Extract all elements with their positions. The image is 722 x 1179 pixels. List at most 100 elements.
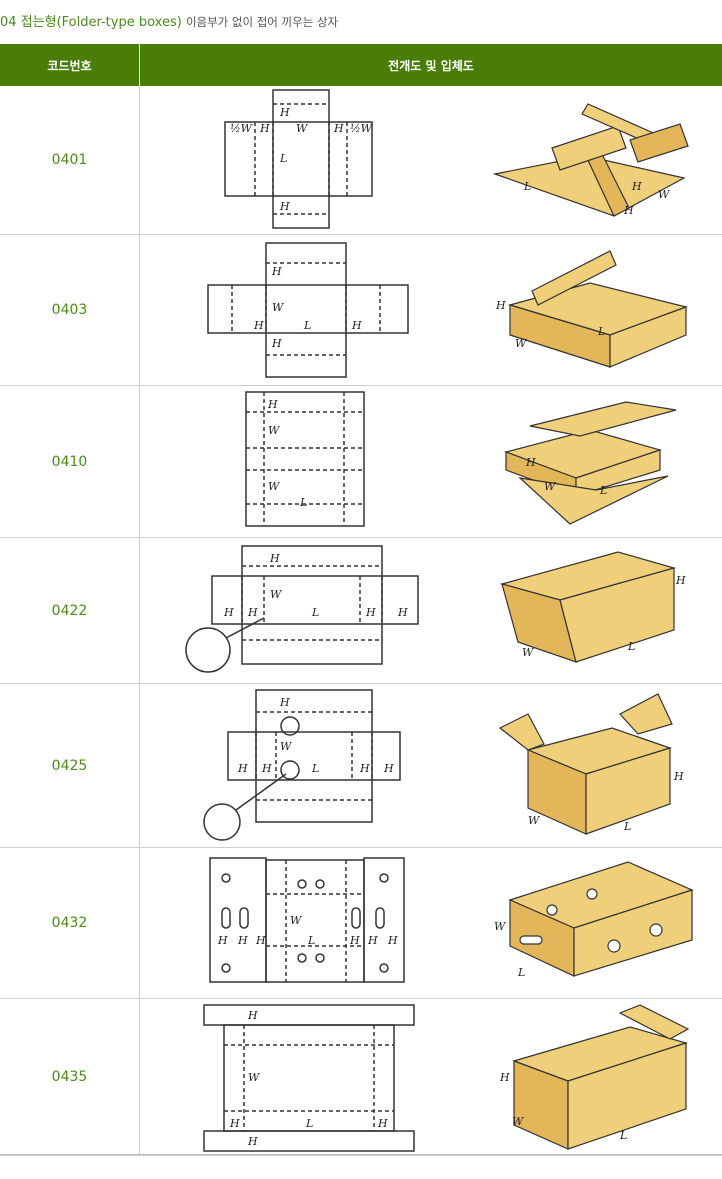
label: H [525,456,536,469]
label: L [523,180,531,193]
label: H [271,265,282,278]
label: L [299,496,307,509]
label: ½W [350,122,374,135]
code-cell: 0432 [0,847,140,999]
flat-layout [224,89,373,229]
section-heading: 04 접는형(Folder-type boxes) 이음부가 없이 접어 끼우는… [0,10,722,34]
label: H [333,122,344,135]
label: L [303,319,311,332]
flat-layout [245,391,365,527]
label: W [512,1115,525,1128]
table-row: 0425 [0,683,722,848]
diagram-0403: H W H L H H [207,242,689,378]
label: L [307,934,315,947]
figure-cell: H W H L H H [139,234,722,386]
figure-cell: H W H H L H H [139,537,722,684]
label: H [675,574,686,587]
label: H [387,934,398,947]
label: L [305,1117,313,1130]
figure-cell: H W W L H [139,385,722,538]
label: H [367,934,378,947]
3d-box [492,103,689,217]
label: W [248,1071,261,1084]
label: H [259,122,270,135]
label: W [268,480,281,493]
label: W [268,424,281,437]
diagram-0435: H W H L H H [203,1004,690,1152]
label: H [255,934,266,947]
table-bottom-divider [0,1154,722,1155]
flat-layout [203,1004,415,1152]
label: L [311,762,319,775]
label: H [267,398,278,411]
label: H [499,1071,510,1084]
label: H [383,762,394,775]
label: H [359,762,370,775]
label: H [247,1135,258,1148]
label: W [296,122,309,135]
label: W [494,920,507,933]
label: H [271,337,282,350]
label: H [279,200,290,213]
figure-cell: H W H L H H [139,998,722,1156]
label: W [270,588,283,601]
flat-layout [185,545,419,673]
table-row: 0422 [0,537,722,684]
label: H [349,934,360,947]
label: W [522,646,535,659]
3d-box [507,250,689,368]
label: H [247,1009,258,1022]
figure-cell: H H H W L H H H [139,847,722,999]
label: H [217,934,228,947]
flat-layout [209,857,405,983]
label: L [599,484,607,497]
diagram-0432: H H H W L H H H [209,857,694,983]
section-subtitle: 이음부가 없이 접어 끼우는 상자 [185,15,339,29]
section-number: 04 [0,15,17,30]
code-cell: 0401 [0,86,140,235]
label: H [623,204,634,217]
label: L [311,606,319,619]
label: L [279,152,287,165]
figure-cell: ½W H W H ½W H L H [139,86,722,235]
flat-layout [207,242,409,378]
table-row: 0401 [0,86,722,235]
3d-box [499,551,677,663]
code-cell: 0425 [0,683,140,848]
label: H [269,552,280,565]
table-row: 0403 [0,234,722,386]
code-cell: 0435 [0,998,140,1156]
code-cell: 0422 [0,537,140,684]
label: H [631,180,642,193]
label: H [237,762,248,775]
label: W [544,480,557,493]
label: W [658,188,671,201]
table-header-row: 코드번호 전개도 및 입체도 [0,44,722,86]
diagram-0410: H W W L H [245,391,677,527]
label: L [627,640,635,653]
label: H [237,934,248,947]
diagram-0401: ½W H W H ½W H L H [224,89,689,229]
label: H [279,106,290,119]
label: H [377,1117,388,1130]
flat-layout [203,689,401,841]
3d-box [498,693,673,835]
section-title: 접는형(Folder-type boxes) [20,15,182,30]
code-cell: 0403 [0,234,140,386]
label: W [515,337,528,350]
box-type-table: 코드번호 전개도 및 입체도 0401 [0,44,722,1156]
label: H [247,606,258,619]
figure-cell: H W H H L H H [139,683,722,848]
label: H [351,319,362,332]
label: H [223,606,234,619]
table-row: 0435 H [0,998,722,1156]
label: W [290,914,303,927]
label: L [597,325,605,338]
3d-box [508,861,694,977]
label: H [495,299,506,312]
label: W [280,740,293,753]
3d-box [504,401,677,525]
label: H [279,696,290,709]
label: H [261,762,272,775]
table-row: 0432 [0,847,722,999]
